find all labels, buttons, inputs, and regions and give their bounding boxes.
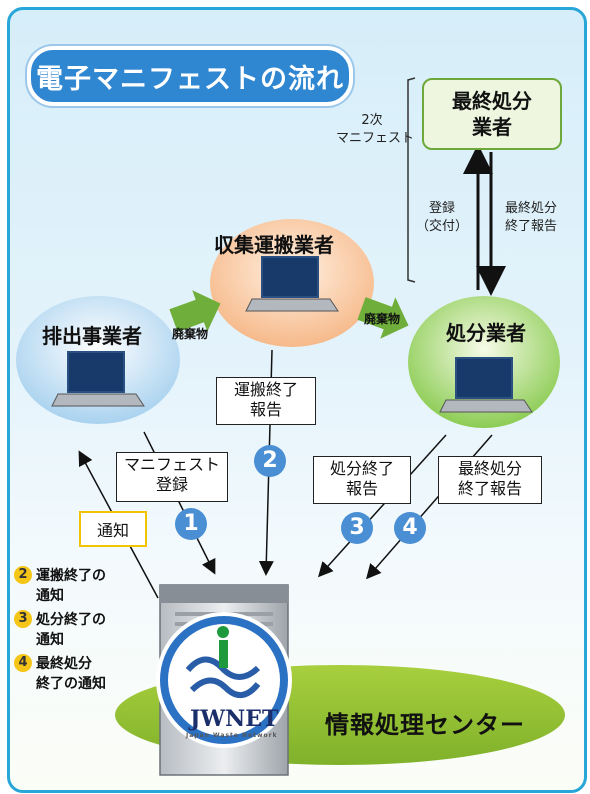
final-disposal-box: 最終処分 業者 bbox=[422, 78, 562, 150]
transporter-label: 収集運搬業者 bbox=[214, 233, 334, 257]
emitter-laptop-icon bbox=[51, 351, 145, 407]
step-number-2: 2 bbox=[262, 448, 278, 473]
notice-box: 通知 bbox=[79, 511, 147, 547]
step-number-1: 1 bbox=[183, 511, 199, 536]
step-circle-4 bbox=[394, 512, 426, 544]
jwnet-logo-subtext: Japan Waste Network bbox=[186, 732, 278, 739]
transport-report-box: 運搬終了 報告 bbox=[216, 377, 316, 425]
final-report-label: 最終処分 終了報告 bbox=[504, 201, 557, 234]
disposal-report-box: 処分終了 報告 bbox=[313, 456, 411, 504]
title-banner: 電子マニフェストの流れ bbox=[27, 46, 353, 106]
center-label: 情報処理センター bbox=[325, 711, 525, 739]
emitter-label: 排出事業者 bbox=[42, 324, 142, 348]
final-disposal-line1: 最終処分 bbox=[452, 89, 532, 113]
transporter-laptop-icon bbox=[245, 256, 339, 312]
second-manifest-bracket bbox=[407, 77, 416, 283]
manifest-register-box: マニフェスト 登録 bbox=[116, 452, 228, 502]
step-circle-1 bbox=[175, 508, 207, 540]
second-manifest-label: 2次 マニフェスト bbox=[336, 113, 415, 146]
final-report-box: 最終処分 終了報告 bbox=[438, 456, 542, 504]
diagram-title: 電子マニフェストの流れ bbox=[36, 63, 344, 95]
final-disposal-line2: 業者 bbox=[472, 115, 512, 139]
waste-label-1: 廃棄物 bbox=[172, 327, 209, 341]
processor-laptop-icon bbox=[439, 357, 533, 413]
processor-label: 処分業者 bbox=[446, 321, 526, 345]
legend-num-4: 4 bbox=[14, 654, 32, 672]
registration-label: 登録 （交付） bbox=[415, 201, 468, 234]
step-number-3: 3 bbox=[349, 515, 365, 540]
jwnet-logo-text: JWNET bbox=[190, 706, 279, 732]
step-number-4: 4 bbox=[402, 515, 418, 540]
step-circle-3 bbox=[341, 512, 373, 544]
disposal-arrow bbox=[317, 434, 447, 578]
legend-num-3: 3 bbox=[14, 610, 32, 628]
step-circle-2 bbox=[254, 445, 286, 477]
legend-num-2: 2 bbox=[14, 566, 32, 584]
waste-label-2: 廃棄物 bbox=[364, 312, 401, 326]
waste-arrow-1 bbox=[169, 290, 221, 332]
jwnet-logo bbox=[156, 612, 292, 748]
waste-arrow-2 bbox=[357, 297, 409, 339]
